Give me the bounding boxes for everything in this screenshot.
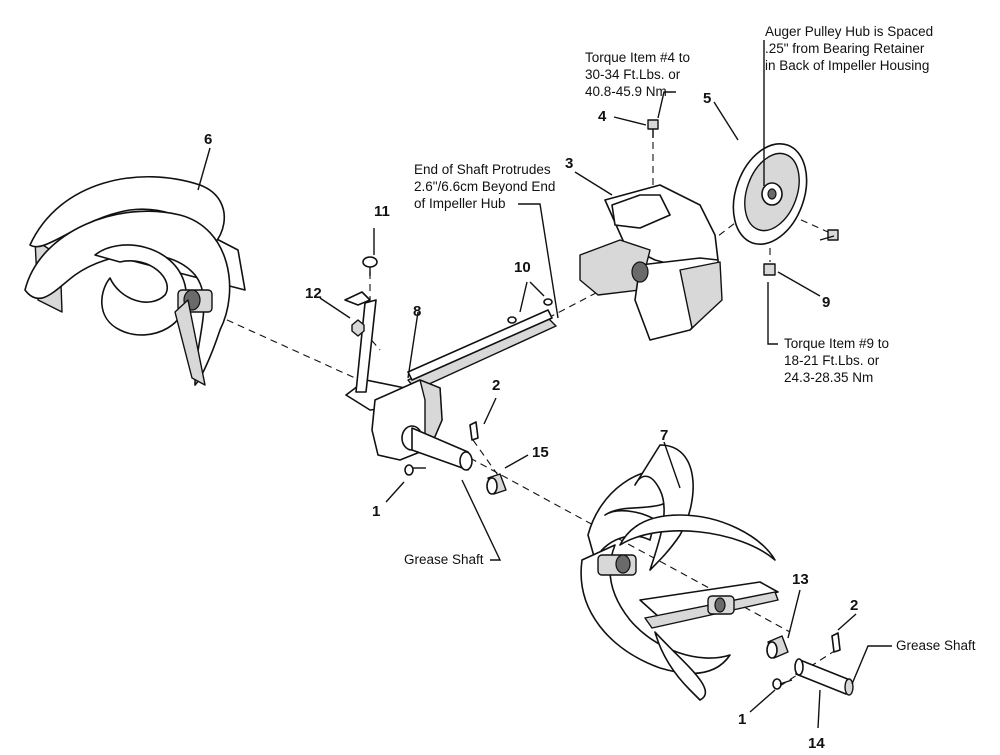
callout-11: 11 <box>374 203 390 220</box>
svg-text:Torque Item #4 to: Torque Item #4 to <box>585 50 690 65</box>
hardware-pin-2-right <box>831 632 841 653</box>
left-auger-spiral <box>24 175 246 386</box>
svg-text:.25" from Bearing Retainer: .25" from Bearing Retainer <box>765 41 925 56</box>
svg-text:of Impeller Hub: of Impeller Hub <box>414 196 506 211</box>
callout-numbers: 1 1 2 2 3 4 5 6 7 8 9 10 11 12 13 14 15 <box>204 90 858 752</box>
note-grease-shaft-right: Grease Shaft <box>896 638 976 653</box>
svg-text:40.8-45.9 Nm: 40.8-45.9 Nm <box>585 84 667 99</box>
hardware-bolt-1-right <box>772 678 793 690</box>
hardware-bolt-right <box>827 229 839 241</box>
callout-3: 3 <box>565 155 573 172</box>
hardware-bolt-11 <box>362 256 378 276</box>
callout-8: 8 <box>413 303 421 320</box>
callout-2-right: 2 <box>850 597 858 614</box>
hardware-bolt-9 <box>763 263 776 276</box>
callout-10: 10 <box>514 259 531 276</box>
note-shaft-protrusion: End of Shaft Protrudes 2.6"/6.6cm Beyond… <box>414 162 555 211</box>
callout-14: 14 <box>808 735 825 752</box>
svg-text:24.3-28.35 Nm: 24.3-28.35 Nm <box>784 370 873 385</box>
right-auger-spiral <box>580 444 779 701</box>
gearbox-and-shaft <box>344 291 557 471</box>
callout-9: 9 <box>822 294 830 311</box>
bushing-13 <box>766 635 789 659</box>
hardware-bolt-1-left <box>404 464 426 476</box>
callout-1-right: 1 <box>738 711 746 728</box>
callout-6: 6 <box>204 131 212 148</box>
leader-lines <box>197 40 892 729</box>
svg-text:in Back of Impeller Housing: in Back of Impeller Housing <box>765 58 929 73</box>
callout-7: 7 <box>660 427 668 444</box>
note-pulley-spacing: Auger Pulley Hub is Spaced .25" from Bea… <box>765 24 933 73</box>
hardware-pins-10 <box>507 298 553 324</box>
note-torque-item-9: Torque Item #9 to 18-21 Ft.Lbs. or 24.3-… <box>784 336 889 385</box>
callout-13: 13 <box>792 571 809 588</box>
callout-12: 12 <box>305 285 322 302</box>
note-grease-shaft-center: Grease Shaft <box>404 552 484 567</box>
callout-2-left: 2 <box>492 377 500 394</box>
shaft-14 <box>794 658 854 696</box>
callout-15: 15 <box>532 444 549 461</box>
callout-1-left: 1 <box>372 503 380 520</box>
callout-5: 5 <box>703 90 711 107</box>
svg-text:Auger Pulley Hub is Spaced: Auger Pulley Hub is Spaced <box>765 24 933 39</box>
svg-text:18-21 Ft.Lbs. or: 18-21 Ft.Lbs. or <box>784 353 880 368</box>
hardware-bolt-4 <box>647 119 659 138</box>
svg-text:2.6"/6.6cm Beyond End: 2.6"/6.6cm Beyond End <box>414 179 555 194</box>
auger-pulley <box>732 142 808 246</box>
impeller-housing <box>579 184 723 341</box>
hardware-pin-2-left <box>469 421 479 441</box>
note-torque-item-4: Torque Item #4 to 30-34 Ft.Lbs. or 40.8-… <box>585 50 690 99</box>
callout-4: 4 <box>598 108 607 125</box>
bushing-15 <box>486 473 507 495</box>
hardware-nut-12 <box>351 319 365 337</box>
svg-text:Torque Item #9 to: Torque Item #9 to <box>784 336 889 351</box>
svg-text:End of Shaft Protrudes: End of Shaft Protrudes <box>414 162 551 177</box>
svg-text:30-34 Ft.Lbs. or: 30-34 Ft.Lbs. or <box>585 67 681 82</box>
